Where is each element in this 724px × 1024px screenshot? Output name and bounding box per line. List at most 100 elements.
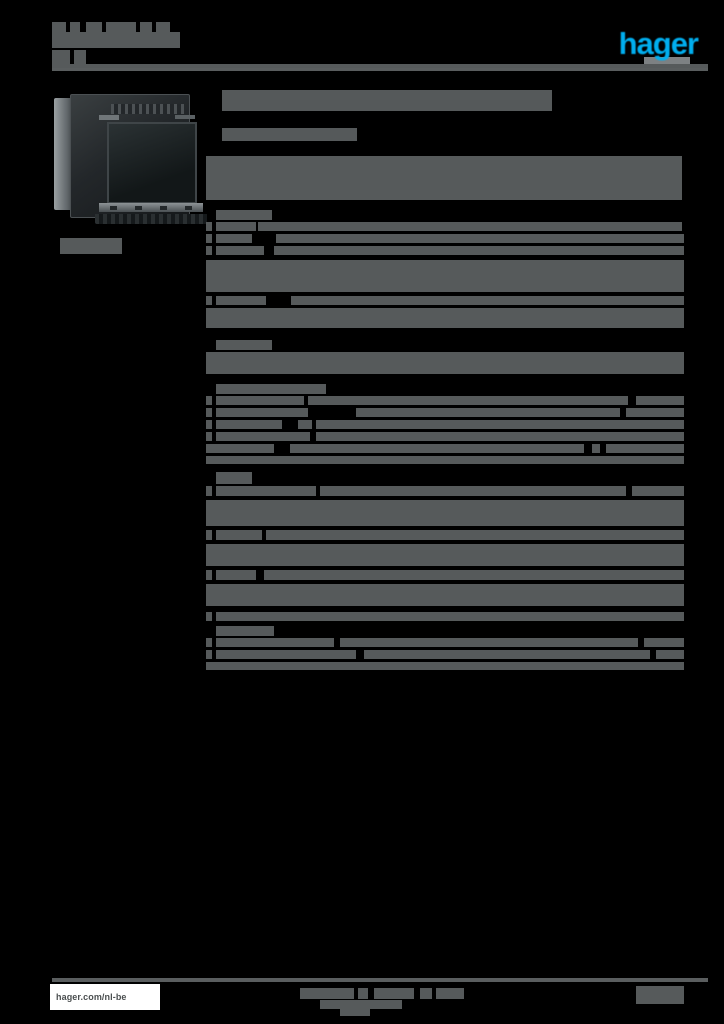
table-row (206, 570, 212, 580)
redacted-text-block (106, 22, 136, 32)
redacted-text-block (340, 1009, 370, 1016)
table-row (206, 420, 212, 429)
page-title (222, 90, 552, 111)
table-row (316, 432, 684, 441)
table-row (632, 486, 684, 496)
table-row (216, 340, 272, 350)
table-row (206, 396, 212, 405)
table-row (206, 352, 684, 374)
redacted-text-block (358, 988, 368, 999)
product-image (52, 88, 207, 254)
table-row (206, 234, 212, 243)
table-row (218, 156, 272, 160)
table-row (290, 444, 584, 453)
redacted-text-block (52, 32, 180, 48)
table-row (206, 500, 684, 526)
table-row (206, 638, 212, 647)
redacted-text-block (70, 22, 80, 32)
table-row (320, 486, 626, 496)
redacted-text-block (436, 988, 464, 999)
page-subtitle (222, 128, 357, 141)
footer-divider (52, 978, 708, 982)
table-row (268, 420, 282, 429)
product-brand-mark (99, 115, 119, 120)
table-row (206, 544, 684, 566)
product-buttons (101, 205, 201, 210)
table-row (636, 396, 684, 405)
table-row (264, 570, 684, 580)
table-row (206, 650, 212, 659)
table-row (216, 570, 256, 580)
table-row (216, 384, 326, 394)
footer-right-redacted (636, 986, 684, 1004)
table-row (592, 444, 600, 453)
table-row (206, 156, 682, 200)
table-row (291, 296, 684, 305)
table-row (216, 530, 262, 540)
table-row (216, 626, 274, 636)
table-row (216, 612, 684, 621)
table-row (298, 420, 312, 429)
table-row (340, 638, 638, 647)
table-row (206, 260, 684, 292)
table-row (206, 222, 212, 231)
table-row (206, 444, 274, 453)
redacted-text-block (320, 1000, 402, 1009)
table-row (216, 486, 316, 496)
table-row (274, 246, 684, 255)
table-row (266, 530, 684, 540)
footer-url-box[interactable]: hager.com/nl-be (50, 984, 160, 1010)
logo-shadow (644, 57, 690, 64)
redacted-text-block (52, 22, 66, 32)
table-row (206, 612, 212, 621)
product-vents (111, 104, 185, 114)
table-row (216, 210, 272, 220)
product-display-screen (107, 122, 197, 204)
product-button (135, 205, 142, 210)
table-row (206, 432, 212, 441)
table-row (316, 420, 684, 429)
table-row (606, 444, 684, 453)
table-row (216, 408, 308, 417)
product-model-mark (175, 115, 195, 119)
table-row (308, 396, 628, 405)
table-row (206, 408, 212, 417)
table-row (206, 584, 684, 606)
table-row (364, 650, 650, 659)
redacted-text-block (420, 988, 432, 999)
table-row (216, 432, 310, 441)
hager-logo-text: hager (618, 25, 699, 61)
redacted-text-block (52, 64, 708, 68)
table-row (644, 638, 684, 647)
hager-logo: hager (588, 25, 699, 64)
redacted-text-block (156, 22, 170, 32)
product-button (110, 205, 117, 210)
table-row (206, 456, 684, 464)
table-row (216, 638, 334, 647)
table-row (216, 420, 268, 429)
product-button (185, 205, 192, 210)
table-row (206, 308, 684, 328)
table-row (216, 296, 266, 305)
redacted-text-block (74, 50, 86, 65)
table-row (206, 662, 684, 670)
table-row (276, 234, 684, 243)
table-row (206, 530, 212, 540)
table-row (216, 234, 252, 243)
product-button-strip (99, 203, 203, 212)
table-row (216, 222, 256, 231)
header-divider (52, 68, 708, 71)
table-row (356, 408, 620, 417)
table-row (206, 486, 212, 496)
footer-url-text: hager.com/nl-be (56, 992, 127, 1002)
redacted-text-block (86, 22, 102, 32)
table-row (258, 222, 682, 231)
product-image-caption (60, 238, 122, 254)
table-row (216, 650, 356, 659)
redacted-text-block (300, 988, 354, 999)
table-row (216, 246, 264, 255)
redacted-text-block (52, 50, 70, 65)
redacted-text-block (140, 22, 152, 32)
table-row (216, 396, 304, 405)
